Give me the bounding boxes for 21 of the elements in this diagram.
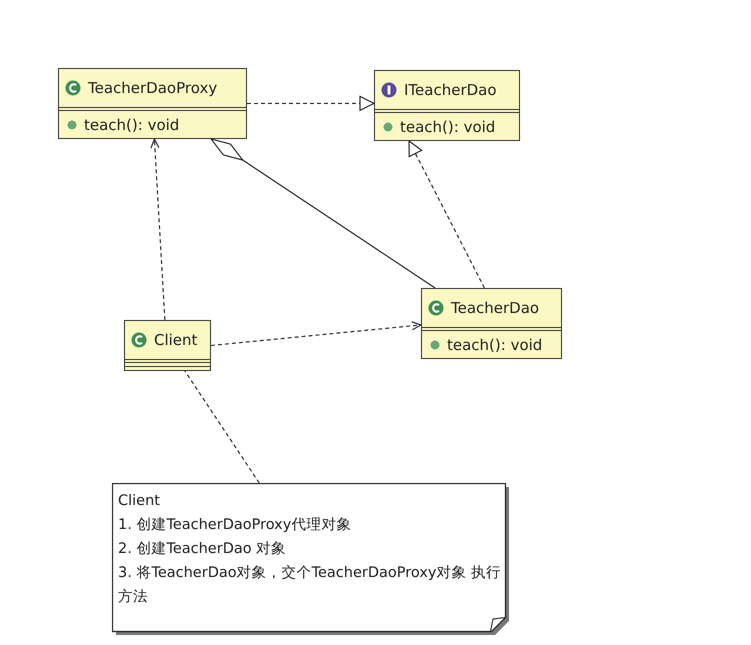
class-name: Client <box>154 331 198 349</box>
realization-arrow <box>247 96 375 111</box>
note-text: 1. 创建TeacherDaoProxy代理对象 <box>118 516 352 535</box>
note-text: 2. 创建TeacherDao 对象 <box>118 540 288 559</box>
note-text: Client <box>118 492 161 511</box>
method-text: teach(): void <box>84 116 180 134</box>
class-box <box>124 320 211 371</box>
method-text: teach(): void <box>400 118 496 136</box>
class-box <box>421 288 562 359</box>
class-box <box>58 68 247 139</box>
realization-arrow <box>408 140 485 288</box>
class-name: ITeacherDao <box>404 81 497 99</box>
note-link <box>184 370 260 484</box>
class-box <box>374 70 520 141</box>
note-text: 3. 将TeacherDao对象，交个TeacherDaoProxy对象 执行方法 <box>118 564 502 607</box>
class-name: TeacherDaoProxy <box>88 79 218 97</box>
dependency-arrow <box>210 321 422 346</box>
class-name: TeacherDao <box>451 299 540 317</box>
method-text: teach(): void <box>447 336 542 354</box>
dependency-arrow <box>150 138 166 320</box>
aggregation-line <box>210 138 436 288</box>
